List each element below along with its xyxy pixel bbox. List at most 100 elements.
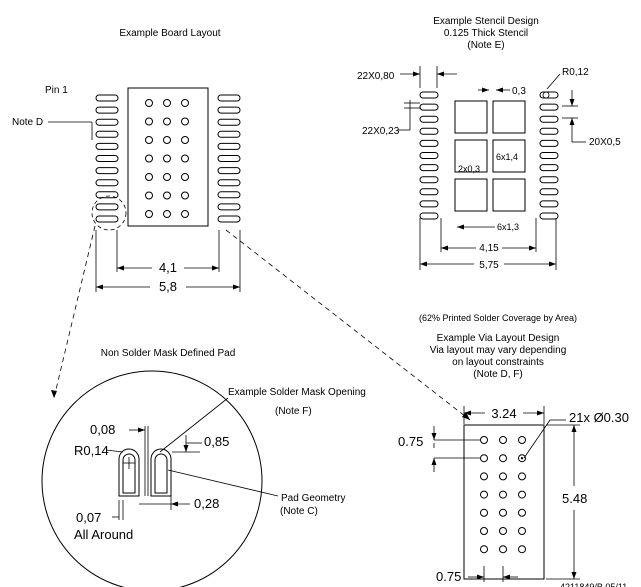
mask-dim-left: 0,07 xyxy=(76,510,101,525)
via xyxy=(499,527,507,535)
via-array xyxy=(480,436,526,554)
via xyxy=(181,210,189,218)
via xyxy=(480,527,488,535)
stencil-title: Example Stencil Design xyxy=(433,16,539,27)
via xyxy=(163,136,171,144)
stencil-subtitle: 0.125 Thick Stencil xyxy=(444,28,528,39)
arrow-head xyxy=(431,433,437,440)
board-dim-inner: 4,1 xyxy=(159,260,177,275)
board-layout: Example Board Layout Pin 1 Note D 4,1 5,… xyxy=(12,28,241,294)
stencil-coverage: (62% Printed Solder Coverage by Area) xyxy=(419,313,577,323)
arrow-head xyxy=(431,458,437,465)
via-center-mark xyxy=(520,457,524,460)
mask-radius: R0,14 xyxy=(74,443,109,458)
arrow-head xyxy=(233,284,240,290)
leader xyxy=(105,449,124,453)
arrow-head xyxy=(171,501,178,507)
pad xyxy=(217,130,241,138)
leader xyxy=(159,397,229,453)
stencil-side: 6x1,4 xyxy=(496,152,518,162)
pad xyxy=(95,106,119,114)
via xyxy=(518,545,526,554)
stencil-pad-height: 22X0,23 xyxy=(362,126,400,137)
via xyxy=(480,545,488,554)
pad xyxy=(539,188,559,196)
arrow-head xyxy=(413,71,420,77)
detail-connector xyxy=(53,225,96,399)
leader xyxy=(546,73,561,90)
pad xyxy=(419,127,439,135)
via-connector xyxy=(225,229,471,421)
detail-circle xyxy=(91,195,127,231)
via-subtitle-2: on layout constraints xyxy=(452,357,544,368)
mask-opening-left xyxy=(118,448,140,497)
arrow-head xyxy=(537,410,544,416)
board-title: Example Board Layout xyxy=(119,28,220,39)
arrow-head xyxy=(482,87,489,93)
arrow-head xyxy=(212,265,219,271)
pad xyxy=(539,139,559,147)
stencil-pitch: 20X0,5 xyxy=(589,137,621,148)
via xyxy=(480,490,488,499)
pad xyxy=(95,179,119,187)
via xyxy=(518,472,526,481)
via-layout: Example Via Layout Design Via layout may… xyxy=(398,333,629,587)
corner-radius-marker xyxy=(542,91,550,99)
pad xyxy=(95,118,119,126)
pad xyxy=(539,115,559,123)
via-pitch-vertical: 0.75 xyxy=(398,434,423,449)
pad xyxy=(95,94,119,102)
mask-detail: Non Solder Mask Defined Pad Example Sold… xyxy=(41,348,366,587)
pad xyxy=(95,130,119,138)
mask-opening-label: Example Solder Mask Opening xyxy=(228,387,366,398)
via xyxy=(145,117,153,126)
board-right-pads xyxy=(217,94,241,223)
pad xyxy=(419,115,439,123)
stencil-dim-outer: 5,75 xyxy=(479,260,499,271)
via xyxy=(181,99,189,107)
pad xyxy=(419,188,439,196)
pad-geometry-label: Pad Geometry xyxy=(281,493,345,504)
arrow-head xyxy=(96,284,103,290)
detail-view-circle xyxy=(41,370,263,587)
pad xyxy=(217,215,241,223)
via xyxy=(518,454,526,463)
via xyxy=(480,508,488,517)
via xyxy=(163,173,171,181)
stencil-radius: R0,12 xyxy=(562,67,589,78)
mask-all-around: All Around xyxy=(74,527,133,542)
pad xyxy=(419,200,439,208)
board-vias xyxy=(145,99,189,218)
arrow-head xyxy=(529,245,536,251)
stencil-pad-width: 22X0,80 xyxy=(357,71,395,82)
pad xyxy=(539,103,559,111)
stencil-aperture xyxy=(454,178,488,212)
pad xyxy=(217,179,241,187)
pad xyxy=(419,212,439,220)
stencil-apertures xyxy=(454,100,526,212)
stencil-aperture xyxy=(454,139,488,173)
arrow-head xyxy=(477,574,484,580)
mask-title: Non Solder Mask Defined Pad xyxy=(101,348,236,359)
via xyxy=(499,436,507,444)
pad xyxy=(419,164,439,172)
via xyxy=(499,508,507,517)
via xyxy=(181,136,189,144)
via xyxy=(145,210,153,218)
via xyxy=(181,173,189,181)
via xyxy=(518,527,526,535)
via xyxy=(518,508,526,517)
leader xyxy=(167,469,279,497)
via xyxy=(480,454,488,463)
via xyxy=(163,117,171,126)
mask-note-f: (Note F) xyxy=(275,406,312,417)
pad xyxy=(95,167,119,175)
stencil-note: (Note E) xyxy=(467,40,504,51)
pad-left xyxy=(122,453,136,494)
arrow-head xyxy=(571,572,577,579)
thermal-pad xyxy=(127,87,209,227)
stencil-aperture xyxy=(454,100,488,134)
via xyxy=(145,136,153,144)
arrow-head xyxy=(464,410,471,416)
